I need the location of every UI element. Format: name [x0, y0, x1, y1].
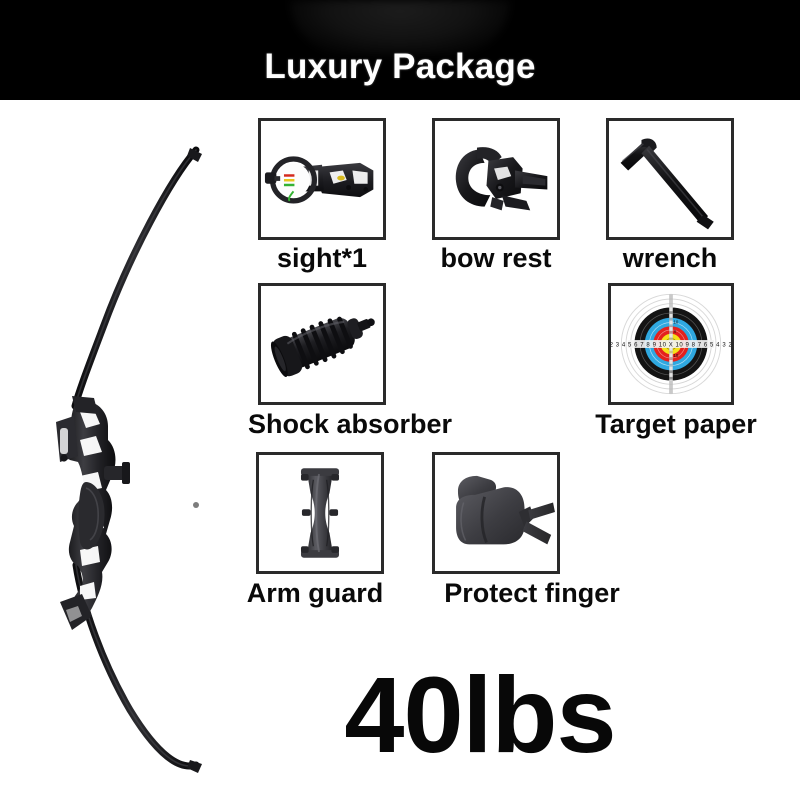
accessory-label-shock-absorber: Shock absorber [247, 409, 453, 439]
archery-target-icon: 1 2 3 4 5 6 7 8 9 10 X 10 9 8 7 6 5 4 3 … [611, 286, 731, 402]
accessory-label-target-paper: Target paper [595, 409, 757, 439]
accessory-label-bow-rest: bow rest [440, 243, 552, 273]
sight-pin-green [283, 183, 295, 187]
upper-limb-highlight [74, 149, 197, 407]
bow-sight-icon [264, 156, 374, 204]
svg-text:10: 10 [673, 319, 678, 324]
accessory-label-arm-guard: Arm guard [246, 578, 384, 608]
svg-text:X: X [673, 329, 676, 334]
accessory-frame-target-paper: 1 2 3 4 5 6 7 8 9 10 X 10 9 8 7 6 5 4 3 … [608, 283, 734, 405]
sight-pin-red [283, 174, 295, 177]
bow-riser [56, 396, 130, 630]
finger-tab-icon [456, 475, 555, 545]
arm-guard-icon [300, 468, 340, 558]
accessory-label-sight: sight*1 [276, 243, 368, 273]
accessory-frame-arm-guard [256, 452, 384, 574]
svg-text:10: 10 [673, 353, 678, 358]
hex-key-wrench-icon [620, 138, 714, 230]
arrow-rest-mount [104, 466, 126, 480]
upper-limb-tip [187, 148, 202, 162]
upper-limb-pocket [72, 396, 98, 414]
page-title: Luxury Package [264, 47, 536, 86]
sight-pin-yellow [283, 179, 295, 182]
accessory-frame-wrench [606, 118, 734, 240]
accessory-frame-protect-finger [432, 452, 560, 574]
draw-weight-label: 40lbs [344, 654, 616, 775]
accessory-label-protect-finger: Protect finger [444, 578, 620, 608]
recurve-bow-illustration [20, 110, 250, 790]
accessory-frame-sight [258, 118, 386, 240]
header-gloss-decoration [290, 0, 510, 55]
header-banner [0, 0, 800, 100]
lower-limb-tip [187, 760, 202, 773]
bow-svg [56, 146, 202, 773]
bow-grip [78, 482, 105, 550]
accessory-frame-bow-rest [432, 118, 560, 240]
accessory-label-wrench: wrench [622, 243, 718, 273]
arrow-rest-icon [455, 147, 548, 211]
string-nock-point [193, 502, 199, 508]
shock-absorber-icon [270, 316, 375, 377]
svg-text:1 2 3 4 5 6 7 8 9 10 X 10 9 8: 1 2 3 4 5 6 7 8 9 10 X 10 9 8 7 6 5 4 3 … [611, 342, 731, 348]
accessory-frame-shock-absorber [258, 283, 386, 405]
bow-upper-limb [71, 146, 200, 410]
